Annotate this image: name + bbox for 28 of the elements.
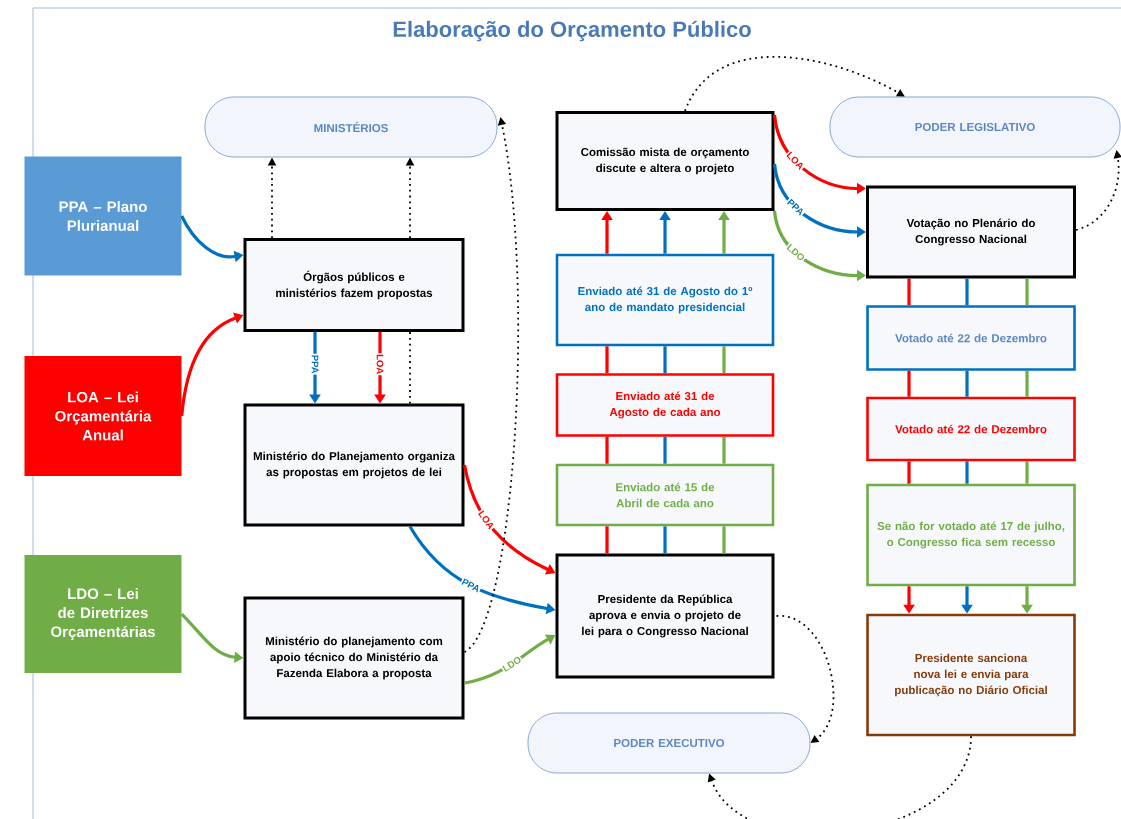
arrow: [684, 55, 905, 112]
process-box: Comissão mista de orçamento discute e altera o projeto: [555, 111, 775, 211]
rounded-box: MINISTÉRIOS: [204, 96, 498, 158]
process-box: Ministério do Planejamento organiza as propostas em projetos de lei: [243, 403, 465, 527]
process-box: Presidente sanciona nova lei e envia para publicação no Diário Oficial: [866, 613, 1076, 737]
rounded-box: PODER LEGISLATIVO: [829, 96, 1121, 158]
filled-box: LDO – Lei de Diretrizes Orçamentárias: [24, 555, 182, 673]
process-box: Votação no Plenário do Congresso Nacional: [866, 185, 1076, 279]
process-box: Enviado até 15 de Abril de cada ano: [555, 463, 775, 527]
arrow: [707, 735, 972, 819]
rounded-box: PODER EXECUTIVO: [527, 712, 811, 774]
filled-box: LOA – Lei Orçamentária Anual: [24, 356, 182, 476]
process-box: Órgãos públicos e ministérios fazem propostas: [243, 238, 465, 332]
title: Elaboração do Orçamento Público: [393, 20, 751, 42]
process-box: Votado até 22 de Dezembro: [866, 305, 1076, 371]
edge-label: LDO: [500, 654, 524, 674]
process-box: Votado até 22 de Dezembro: [866, 396, 1076, 462]
edge-label: PPA: [459, 576, 483, 594]
filled-box: PPA – Plano Plurianual: [24, 156, 182, 276]
process-box: Enviado até 31 de Agosto de cada ano: [555, 373, 775, 437]
process-box: Se não for votado até 17 de julho, o Congresso fica sem recesso: [866, 483, 1076, 587]
arrow: [775, 615, 835, 743]
process-box: Presidente da República aprova e envia o projeto de lei para o Congresso Nacional: [555, 553, 775, 679]
process-box: Ministério do planejamento com apoio técnico do Ministério da Fazenda Elabora a proposta: [243, 596, 465, 720]
edge-label: PPA: [310, 353, 320, 375]
edge-label: LDO: [784, 241, 807, 264]
edge-label: LOA: [375, 353, 385, 376]
process-box: Enviado até 31 de Agosto do 1º ano de mandato presidencial: [555, 253, 775, 347]
